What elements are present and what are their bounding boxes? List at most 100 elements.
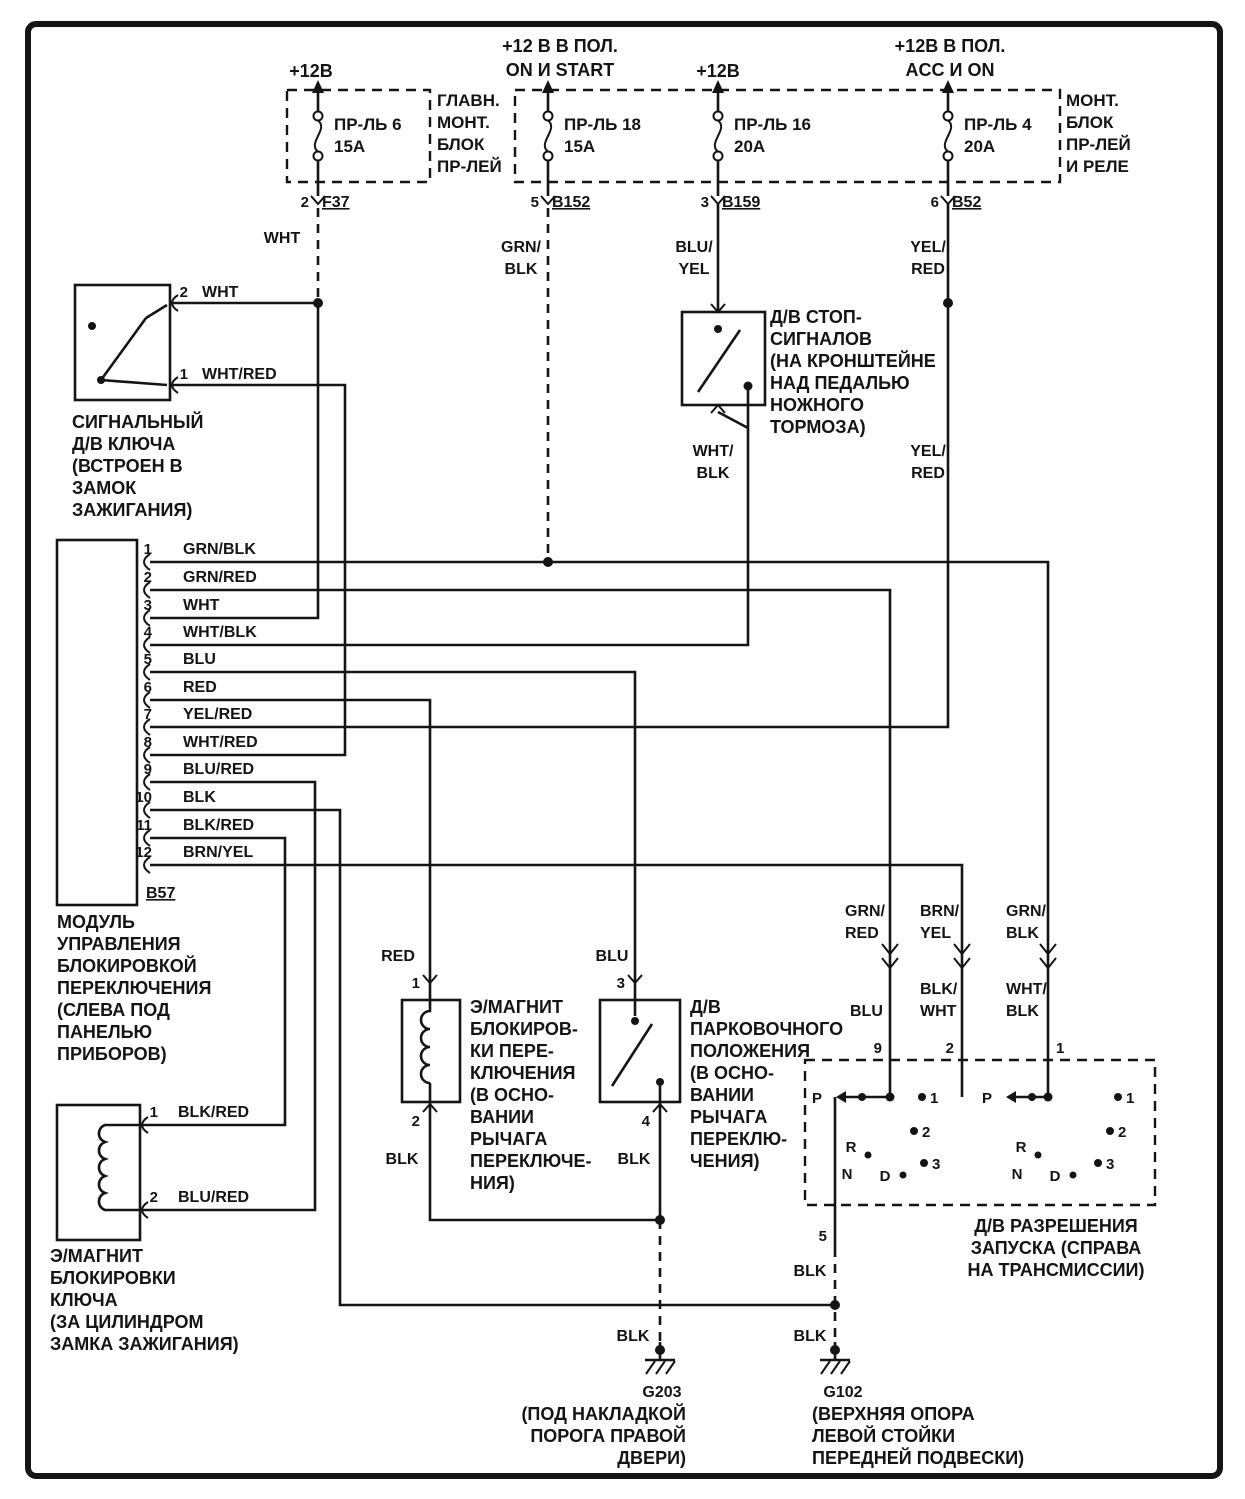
shift-lock-coil-icon (419, 974, 438, 1113)
connector-ref: B57 (146, 885, 175, 902)
wire-color-label: GRN/ (1006, 903, 1047, 920)
fuse-name: ПР-ЛЬ 16 (734, 115, 811, 134)
ground-caption: ПОРОГА ПРАВОЙ (530, 1425, 686, 1446)
fuse-icon (940, 80, 956, 206)
component-caption: Э/МАГНИТ (470, 997, 563, 1017)
power-label: +12В В ПОЛ. (895, 36, 1006, 56)
pin-number: 2 (946, 1040, 954, 1057)
component-caption: КИ ПЕРЕ- (470, 1041, 554, 1061)
component-caption: Д/В РАЗРЕШЕНИЯ (974, 1216, 1138, 1236)
pin-number: 3 (144, 597, 152, 614)
component-caption: ВАНИИ (470, 1107, 534, 1127)
component-caption: НИЯ) (470, 1173, 515, 1193)
position-label: 1 (930, 1090, 938, 1107)
pin-number: 2 (180, 284, 188, 301)
pin-number: 1 (180, 366, 188, 383)
ground-caption: (ПОД НАКЛАДКОЙ (521, 1403, 686, 1424)
component-caption: МОДУЛЬ (57, 912, 135, 932)
fuse-block-caption: БЛОК (437, 135, 485, 154)
wire-color-label: WHT/ (1006, 981, 1047, 998)
wire-color-label: GRN/BLK (183, 541, 256, 558)
connector-ref: B52 (952, 194, 981, 211)
ground-caption: ЛЕВОЙ СТОЙКИ (812, 1425, 955, 1446)
pin-number: 2 (412, 1113, 420, 1130)
pin-number: 7 (144, 706, 152, 723)
ground-name: G203 (642, 1384, 681, 1401)
shift-lock-module-box (55, 538, 139, 907)
fuse-icon (540, 80, 556, 206)
pin-number: 8 (144, 734, 152, 751)
wire-color-label: BLU/RED (178, 1189, 249, 1206)
wire-color-label: RED (183, 679, 217, 696)
connector-ref: B159 (722, 194, 760, 211)
wire-color-label: RED (911, 261, 945, 278)
pin-number: 6 (144, 679, 152, 696)
pin-number: 1 (412, 975, 420, 992)
ground-icon (820, 1342, 851, 1375)
wire-color-label: RED (911, 465, 945, 482)
ground-icon (645, 1342, 676, 1375)
component-caption: БЛОКИРОВКИ (50, 1268, 176, 1288)
fuse-block-caption: МОНТ. (1066, 91, 1119, 110)
position-label: P (982, 1090, 992, 1107)
pin-number: 2 (144, 569, 152, 586)
position-label: 2 (1118, 1124, 1126, 1141)
fuse-rating: 15А (334, 137, 365, 156)
fuse-icon (310, 80, 326, 206)
pin-number: 5 (531, 194, 539, 211)
key-signal-switch-icon (88, 294, 179, 394)
fuse-name: ПР-ЛЬ 6 (334, 115, 402, 134)
component-caption: (ЗА ЦИЛИНДРОМ (50, 1312, 204, 1332)
pin-number: 1 (144, 541, 152, 558)
fuse-block-caption: ПР-ЛЕЙ (437, 157, 502, 176)
wire-color-label: YEL/ (910, 239, 946, 256)
component-caption: ПЕРЕКЛЮ- (690, 1129, 787, 1149)
component-caption: НАД ПЕДАЛЬЮ (770, 373, 910, 393)
ground-caption: ДВЕРИ) (617, 1448, 686, 1468)
component-caption: ПАНЕЛЬЮ (57, 1022, 152, 1042)
wire-color-label: BLK (1006, 925, 1039, 942)
component-caption: (ВСТРОЕН В (72, 456, 183, 476)
position-label: 2 (922, 1124, 930, 1141)
fuse-rating: 20А (964, 137, 995, 156)
stop-lamp-switch-icon (696, 303, 753, 430)
park-position-switch-box (598, 998, 682, 1104)
wire-color-label: BLU (596, 948, 629, 965)
wire-color-label: BLK (1006, 1003, 1039, 1020)
fuse-rating: 15А (564, 137, 595, 156)
component-caption: Д/В СТОП- (770, 307, 862, 327)
wire-color-label: BLK/RED (183, 817, 254, 834)
wire-color-label: BLK (617, 1328, 650, 1345)
wire-color-label: WHT (202, 284, 239, 301)
wire-color-label: BLK (794, 1328, 827, 1345)
wire-color-label: WHT (920, 1003, 957, 1020)
inhibitor-switch-box (803, 1058, 1157, 1207)
fuse-rating: 20А (734, 137, 765, 156)
component-caption: БЛОКИРОВ- (470, 1019, 578, 1039)
wire-color-label: WHT/ (693, 443, 734, 460)
wire-color-label: BLK/ (920, 981, 958, 998)
wire-color-label: RED (381, 948, 415, 965)
fuse-relay-block-box (513, 88, 1062, 184)
component-caption: РЫЧАГА (690, 1107, 767, 1127)
pin-number: 3 (701, 194, 709, 211)
wire-color-label: BLU/RED (183, 761, 254, 778)
pin-number: 5 (144, 651, 152, 668)
component-caption: ЗАЖИГАНИЯ) (72, 500, 192, 520)
component-caption: ЧЕНИЯ) (690, 1151, 760, 1171)
wire-color-label: YEL/ (910, 443, 946, 460)
fuse-block-caption: МОНТ. (437, 113, 490, 132)
connector-ref: B152 (552, 194, 590, 211)
component-caption: РЫЧАГА (470, 1129, 547, 1149)
wire-color-label: BLU (850, 1003, 883, 1020)
inline-connector-icons (881, 943, 1057, 970)
component-caption: ЗАМОК (72, 478, 137, 498)
connector-ref: F37 (322, 194, 350, 211)
component-caption: НОЖНОГО (770, 395, 864, 415)
pin-number: 2 (150, 1189, 158, 1206)
ground-caption: (ВЕРХНЯЯ ОПОРА (812, 1404, 975, 1424)
component-caption: (НА КРОНШТЕЙНЕ (770, 350, 936, 371)
wire-color-label: BLK (183, 789, 216, 806)
pin-number: 11 (136, 817, 152, 834)
